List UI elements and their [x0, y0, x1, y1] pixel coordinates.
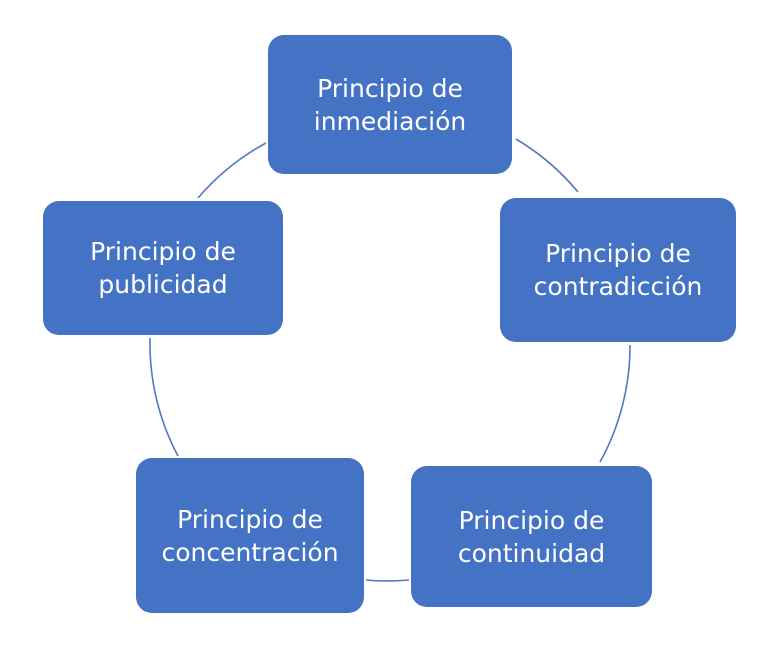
connector-arc-1-2 — [515, 138, 579, 193]
principle-node-publicidad: Principio de publicidad — [43, 201, 283, 335]
principle-node-contradiccion: Principio de contradicción — [500, 198, 736, 342]
connector-arc-2-3 — [599, 344, 631, 463]
connector-arc-5-1 — [197, 142, 267, 199]
connector-arc-4-5 — [149, 337, 179, 457]
principle-node-inmediacion: Principio de inmediación — [268, 35, 512, 174]
connector-arc-3-4 — [365, 579, 410, 582]
principle-node-continuidad: Principio de continuidad — [411, 466, 652, 607]
principle-node-concentracion: Principio de concentración — [136, 458, 364, 613]
